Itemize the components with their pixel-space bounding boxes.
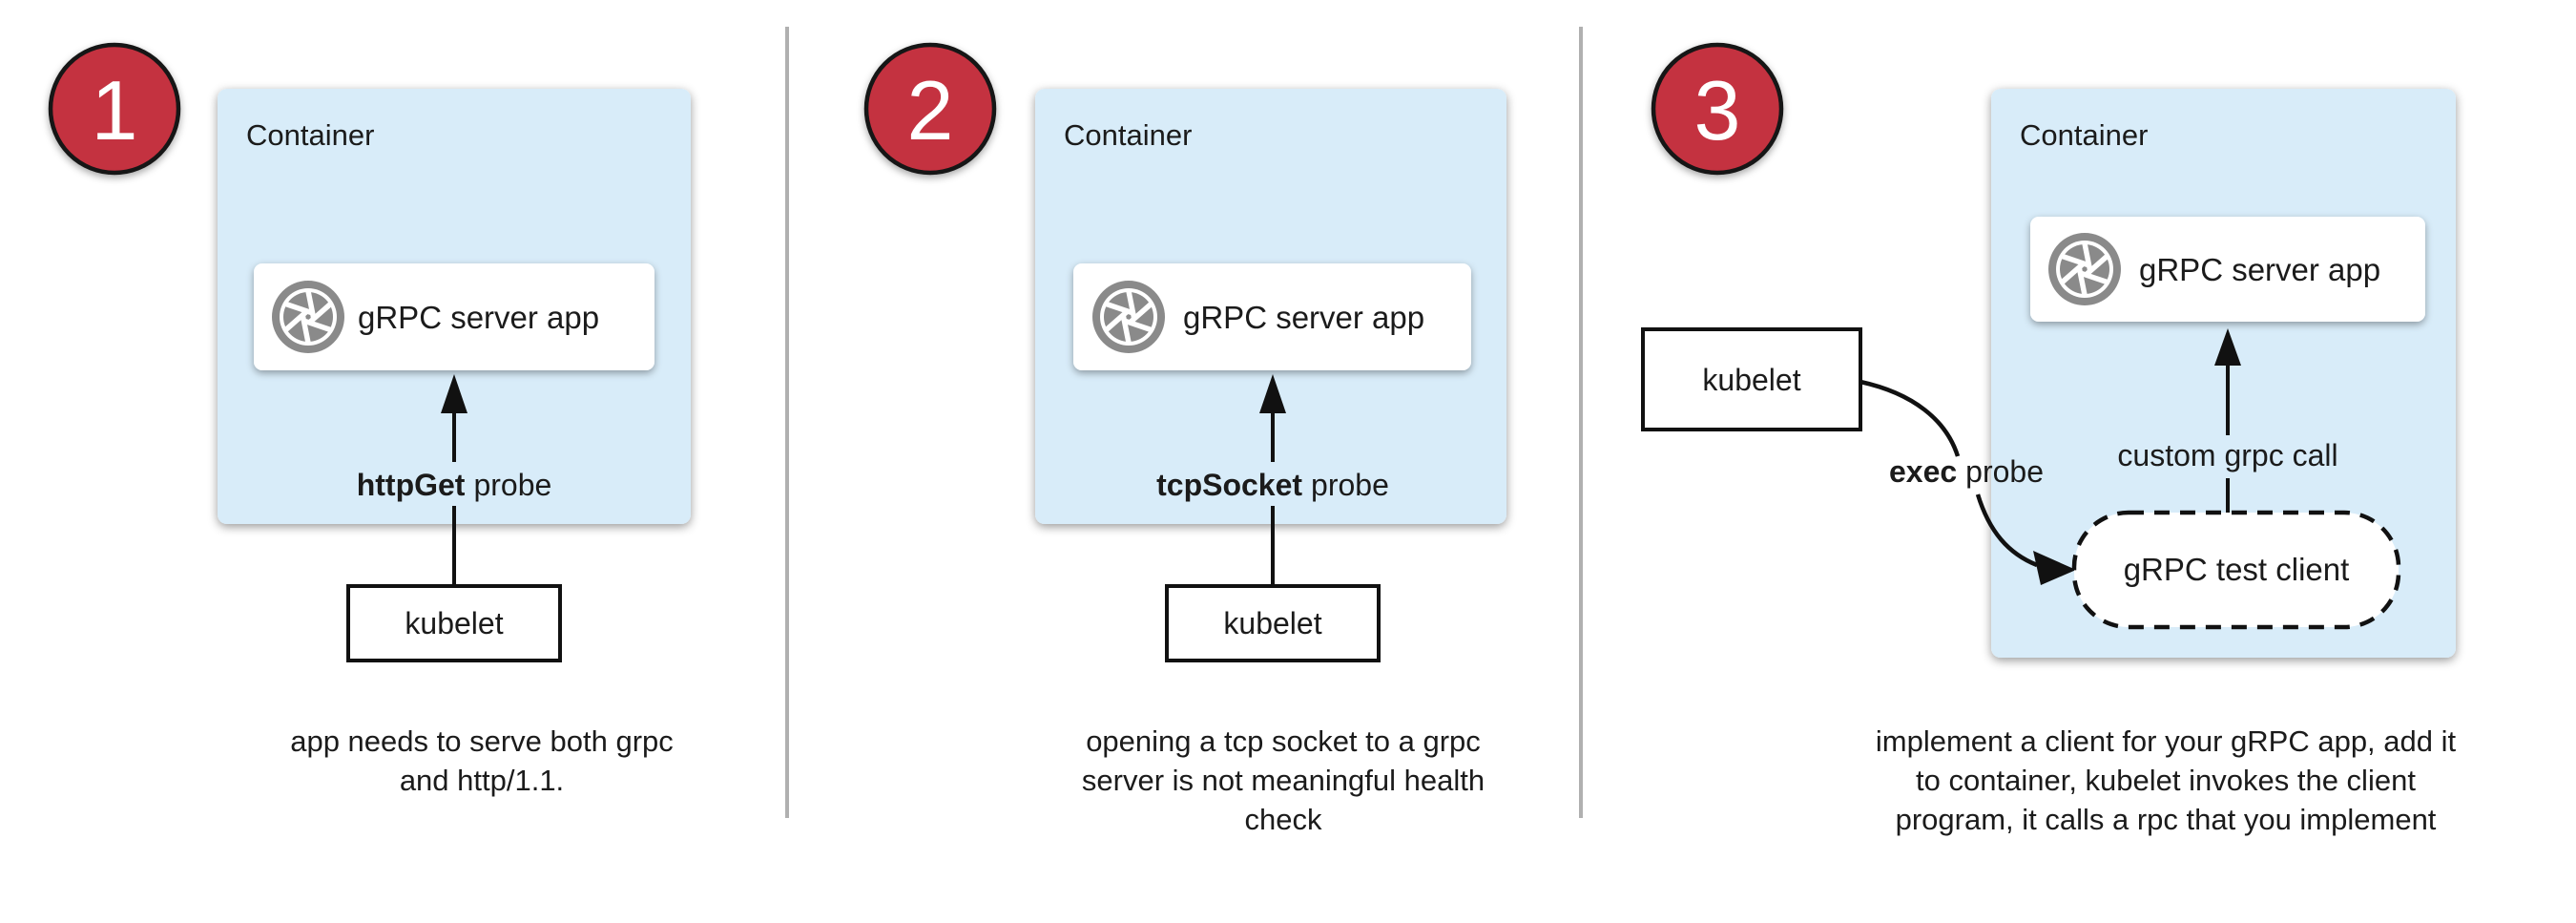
exec-probe-arrowhead (2033, 551, 2076, 585)
kubelet-label: kubelet (405, 606, 503, 640)
probe-arrowhead (441, 374, 467, 413)
grpc-server-app-label: gRPC server app (2139, 252, 2380, 287)
caption-line: to container, kubelet invokes the client (1916, 764, 2416, 797)
grpc-server-app-box: gRPC server app (254, 263, 654, 370)
panel-divider-1 (785, 27, 789, 818)
probe-label: tcpSocket probe (1156, 468, 1389, 502)
grpc-server-app-box: gRPC server app (2030, 217, 2425, 322)
step-number: 1 (92, 63, 138, 157)
grpc-server-app-box: gRPC server app (1073, 263, 1471, 370)
panel-step-3: 3 Container gRPC server app kubelet exec… (1641, 42, 2457, 836)
step-badge-3: 3 (1651, 42, 1784, 176)
probe-label-rest: probe (1311, 468, 1389, 502)
container-label: Container (1064, 118, 1192, 152)
caption-line: implement a client for your gRPC app, ad… (1876, 724, 2457, 758)
step-number: 3 (1694, 63, 1741, 157)
test-client-dashed-border (2071, 510, 2401, 630)
exec-probe-arrow-upper (1859, 379, 1961, 457)
aperture-icon (1092, 281, 1165, 353)
kubelet-box-border (1165, 584, 1381, 662)
step-badge-circle (863, 42, 997, 176)
kubelet-box: kubelet (1165, 584, 1381, 662)
kubelet-box-border (1641, 327, 1862, 431)
step-number: 2 (907, 63, 954, 157)
probe-label-bold: tcpSocket (1156, 468, 1302, 502)
kubelet-label: kubelet (1223, 606, 1321, 640)
container-label: Container (2020, 118, 2148, 152)
grpc-server-app-label: gRPC server app (1183, 300, 1424, 335)
step-badge-1: 1 (48, 42, 181, 176)
custom-grpc-call-label: custom grpc call (2117, 438, 2337, 472)
probe-label-bold: exec (1889, 454, 1957, 489)
caption-line: server is not meaningful health (1082, 764, 1485, 797)
caption-line: program, it calls a rpc that you impleme… (1896, 803, 2437, 836)
probe-label-bold: httpGet (357, 468, 466, 502)
step-badge-2: 2 (863, 42, 997, 176)
caption-line: opening a tcp socket to a grpc (1086, 724, 1481, 758)
caption-line: app needs to serve both grpc (290, 724, 674, 758)
caption-line: check (1245, 803, 1322, 836)
aperture-icon (272, 281, 344, 353)
probe-label-rest: probe (473, 468, 551, 502)
panel-divider-2 (1579, 27, 1583, 818)
exec-probe-arrow-lower (1975, 493, 2038, 568)
app-box-background (1073, 263, 1471, 370)
aperture-icon (2048, 233, 2121, 305)
caption-line: and http/1.1. (400, 764, 564, 797)
app-box-background (254, 263, 654, 370)
container-label: Container (246, 118, 374, 152)
grpc-call-arrowhead (2214, 328, 2241, 366)
caption: app needs to serve both grpc and http/1.… (290, 724, 674, 797)
caption: implement a client for your gRPC app, ad… (1876, 724, 2457, 836)
app-box-background (2030, 217, 2425, 322)
probe-arrowhead (1259, 374, 1286, 413)
kubelet-box: kubelet (1641, 327, 1862, 431)
kubelet-box: kubelet (346, 584, 562, 662)
caption: opening a tcp socket to a grpc server is… (1082, 724, 1485, 836)
probe-label-rest: probe (1965, 454, 2044, 489)
step-badge-circle (48, 42, 181, 176)
kubelet-box-border (346, 584, 562, 662)
grpc-test-client-label: gRPC test client (2124, 552, 2350, 587)
kubelet-label: kubelet (1702, 363, 1800, 397)
grpc-test-client-box: gRPC test client (2071, 510, 2401, 630)
panel-step-2: 2 Container gRPC server app tcpSocket pro… (863, 42, 1506, 836)
grpc-server-app-label: gRPC server app (358, 300, 599, 335)
step-badge-circle (1651, 42, 1784, 176)
